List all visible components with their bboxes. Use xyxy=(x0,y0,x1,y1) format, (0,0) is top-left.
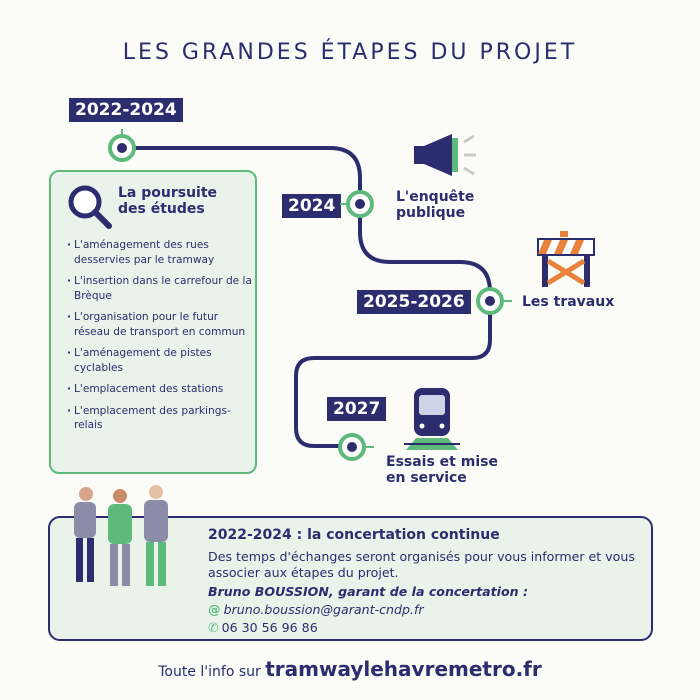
list-item: L'emplacement des parkings-relais xyxy=(67,404,253,433)
people-illustration xyxy=(74,485,168,586)
milestone-year-2022-2024: 2022-2024 xyxy=(69,98,183,122)
essais-line2: en service xyxy=(386,470,467,486)
concertation-phone-row: ✆06 30 56 96 86 xyxy=(208,620,318,636)
concertation-body: Des temps d'échanges seront organisés po… xyxy=(208,549,635,580)
list-item: L'insertion dans le carrefour de la Brèq… xyxy=(67,274,253,303)
phone-icon: ✆ xyxy=(208,620,219,635)
roadworks-barrier-icon xyxy=(537,231,595,287)
milestone-marker-4 xyxy=(338,433,374,461)
milestone-marker-2 xyxy=(340,190,374,218)
studies-title-line1: La poursuite xyxy=(118,185,218,201)
studies-panel: La poursuite des études L'aménagement de… xyxy=(49,170,257,474)
concertation-email-row: @bruno.boussion@garant-cndp.fr xyxy=(208,602,424,618)
concertation-garant: Bruno BOUSSION, garant de la concertatio… xyxy=(208,584,529,599)
milestone-year-2024: 2024 xyxy=(282,194,342,218)
milestone-marker-1 xyxy=(108,129,136,162)
essais-line1: Essais et mise xyxy=(386,454,498,470)
megaphone-icon xyxy=(414,134,476,176)
enquete-line1: L'enquête xyxy=(396,189,475,205)
concertation-phone[interactable]: 06 30 56 96 86 xyxy=(221,620,318,635)
essais-label: Essais et mise en service xyxy=(386,454,498,486)
concertation-panel: 2022-2024 : la concertation continue Des… xyxy=(48,485,653,641)
list-item: L'aménagement des rues desservies par le… xyxy=(67,238,253,267)
studies-list: L'aménagement des rues desservies par le… xyxy=(67,238,253,440)
list-item: L'aménagement de pistes cyclables xyxy=(67,346,253,375)
milestone-year-2025-2026: 2025-2026 xyxy=(357,290,471,314)
travaux-label: Les travaux xyxy=(522,294,615,310)
magnifier-icon xyxy=(68,185,112,229)
milestone-year-2027: 2027 xyxy=(327,397,387,421)
footer-prefix: Toute l'info sur xyxy=(158,664,266,680)
page-title: LES GRANDES ÉTAPES DU PROJET xyxy=(122,40,578,65)
studies-title: La poursuite des études xyxy=(118,185,217,217)
at-icon: @ xyxy=(208,602,221,617)
footer-site-link[interactable]: tramwaylehavremetro.fr xyxy=(265,657,542,681)
list-item: L'organisation pour le futur réseau de t… xyxy=(67,310,253,339)
milestone-marker-3 xyxy=(476,287,512,315)
list-item: L'emplacement des stations xyxy=(67,382,253,397)
concertation-email[interactable]: bruno.boussion@garant-cndp.fr xyxy=(223,602,424,617)
footer: Toute l'info sur tramwaylehavremetro.fr xyxy=(0,657,700,681)
enquete-label: L'enquête publique xyxy=(396,189,474,221)
tram-icon xyxy=(404,388,460,450)
concertation-title: 2022-2024 : la concertation continue xyxy=(208,527,500,543)
studies-title-line2: des études xyxy=(118,201,205,217)
enquete-line2: publique xyxy=(396,205,466,221)
